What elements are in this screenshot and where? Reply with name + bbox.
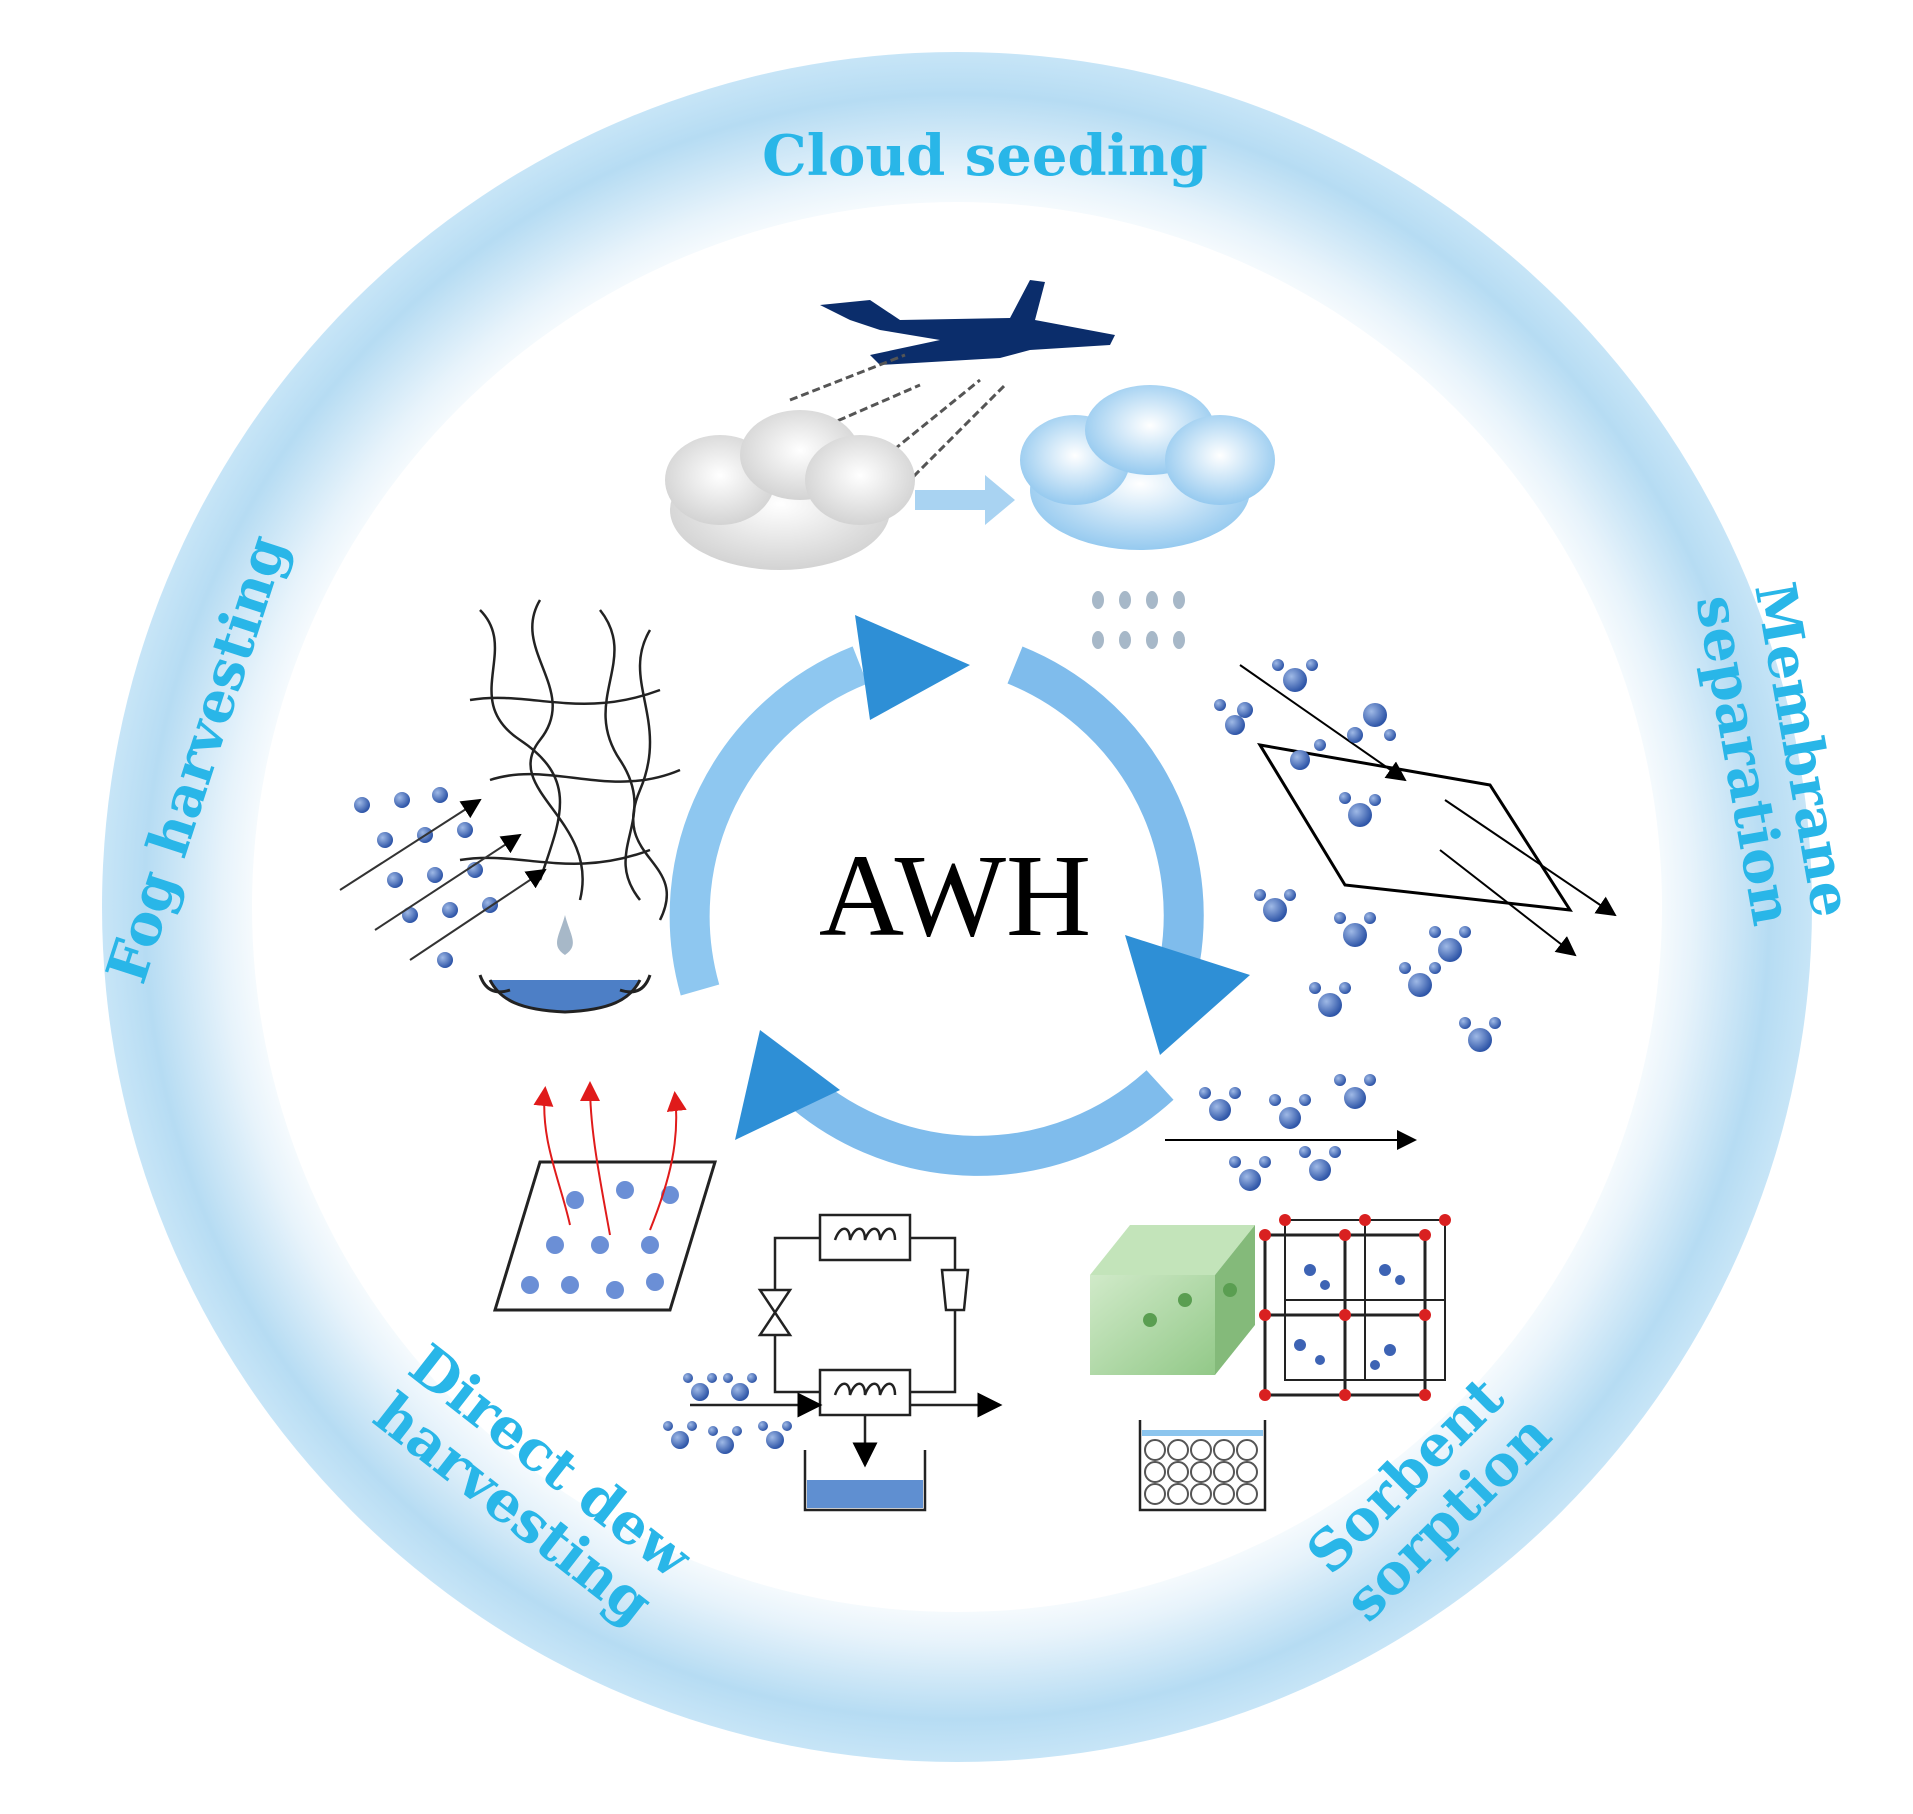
water-molecules-dew [663, 1373, 792, 1454]
cloud-seeding-illustration [665, 280, 1275, 649]
cycle-arrow-top-left [669, 646, 868, 996]
collection-dish-icon [488, 979, 642, 1014]
gray-cloud-icon [665, 410, 915, 570]
water-drop-icon [557, 915, 573, 955]
collected-water-tank [807, 1480, 923, 1508]
sorbent-bed-icon [1138, 1420, 1267, 1512]
center-label-awh: AWH [819, 830, 1091, 961]
fog-flow-arrows [339, 798, 547, 961]
vapor-compression-schematic [690, 1213, 1003, 1512]
blue-cloud-icon [1020, 385, 1275, 550]
sorbent-sorption-illustration [1090, 1074, 1451, 1512]
mof-cage-nodes [1259, 1214, 1451, 1401]
label-cloud-seeding: Cloud seeding [762, 123, 1208, 189]
direct-dew-illustration [492, 1081, 1003, 1512]
cycle-arrowhead-bottom [735, 1030, 840, 1140]
radiative-cooling-panel [492, 1081, 718, 1312]
water-molecules-membrane [1214, 659, 1501, 1052]
fog-harvesting-illustration [339, 599, 681, 1014]
cycle-arrowhead-top [855, 615, 970, 720]
cycle-arrow-right [1007, 646, 1204, 964]
fiber-mesh [459, 599, 681, 921]
rain-drops-icon [1092, 591, 1185, 649]
green-sorbent-box [1090, 1225, 1255, 1375]
mof-cage-lattice [1263, 1219, 1446, 1397]
cycle-arrowhead-right [1125, 935, 1250, 1055]
cycle-arrows [669, 615, 1250, 1176]
water-molecules-sorbent [1199, 1074, 1376, 1191]
mof-guest-molecules [1294, 1264, 1405, 1370]
membrane-sheet [1257, 742, 1573, 912]
cycle-arrow-bottom [776, 1065, 1174, 1176]
membrane-separation-illustration [1214, 659, 1617, 1052]
airplane-icon [820, 280, 1115, 365]
cloud-transition-arrow [915, 475, 1015, 525]
